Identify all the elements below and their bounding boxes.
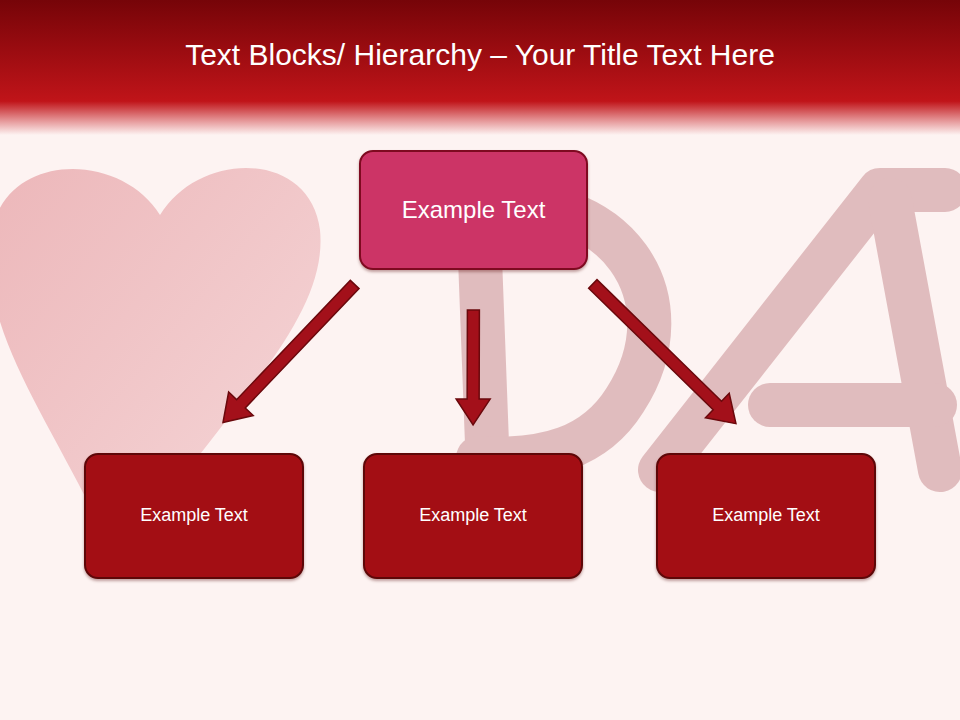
letter-stroke xyxy=(660,190,945,470)
letter-stroke xyxy=(890,200,940,470)
child-box: Example Text xyxy=(656,453,876,579)
title-bar xyxy=(0,0,960,135)
parent-box: Example Text xyxy=(359,150,588,270)
slide-title: Text Blocks/ Hierarchy – Your Title Text… xyxy=(185,38,775,72)
child-box: Example Text xyxy=(363,453,583,579)
letter-stroke xyxy=(770,383,935,427)
box-label: Example Text xyxy=(402,196,546,225)
box-label: Example Text xyxy=(712,505,820,527)
block-arrow xyxy=(589,280,736,424)
title-area: Text Blocks/ Hierarchy – Your Title Text… xyxy=(0,0,960,110)
block-arrow xyxy=(456,310,490,425)
block-arrow xyxy=(223,280,359,422)
box-label: Example Text xyxy=(140,505,248,527)
child-box: Example Text xyxy=(84,453,304,579)
box-label: Example Text xyxy=(419,505,527,527)
